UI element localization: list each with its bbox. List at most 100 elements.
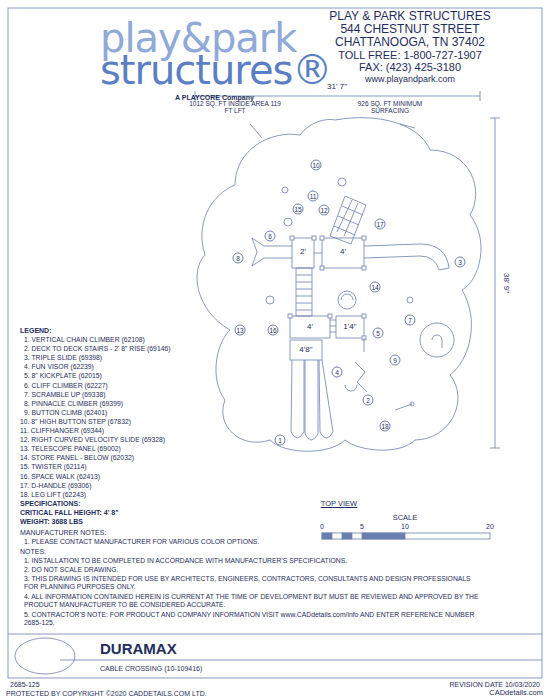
callout-number: 7 bbox=[405, 315, 416, 326]
logo-wordmark: structures® bbox=[100, 50, 331, 90]
ladder-rungs bbox=[296, 275, 312, 310]
legend-item: 16. SPACE WALK (62413) bbox=[20, 473, 100, 481]
source-site: CADdetails.com bbox=[489, 689, 543, 698]
legend-item: 2. DECK TO DECK STAIRS - 2' 8" RISE (691… bbox=[24, 345, 171, 353]
title-block: DURAMAX CABLE CROSSING (10-109416) bbox=[8, 634, 542, 678]
legend-item: 17. D-HANDLE (69306) bbox=[20, 482, 91, 490]
scale-number: 10 bbox=[401, 523, 409, 531]
company-phone: TOLL FREE: 1-800-727-1907 bbox=[338, 49, 482, 62]
leg-lift bbox=[395, 404, 412, 410]
scale-segment bbox=[342, 533, 352, 539]
climber-grid bbox=[334, 200, 363, 236]
reference-number: 2685-125 bbox=[10, 681, 40, 689]
spinner-handle bbox=[432, 335, 442, 348]
legend-item: 7. SCRAMBLE UP (69338) bbox=[24, 391, 105, 399]
drawing-stroke bbox=[288, 314, 292, 318]
dimension-line bbox=[495, 118, 496, 448]
callout-number: 16 bbox=[268, 325, 279, 336]
callout-number: 4 bbox=[332, 367, 343, 378]
legend-item: 14. STORE PANEL - BELOW (62032) bbox=[20, 454, 134, 462]
legend-item: 1. VERTICAL CHAIN CLIMBER (62108) bbox=[24, 336, 145, 344]
legend-item: 13. TELESCOPE PANEL (69002) bbox=[20, 445, 121, 453]
scale-segment bbox=[362, 533, 405, 539]
scale-number: 5 bbox=[360, 523, 364, 531]
telescope-arc bbox=[341, 294, 353, 300]
deck-link bbox=[314, 253, 322, 254]
notes-heading: MANUFACTURER NOTES: bbox=[20, 529, 106, 537]
leg-lift-end bbox=[410, 402, 414, 406]
scale-number: 0 bbox=[320, 523, 324, 531]
button-climb bbox=[338, 178, 346, 186]
callout-number: 14 bbox=[370, 282, 381, 293]
title-block-line bbox=[60, 660, 542, 661]
deck bbox=[336, 316, 364, 338]
button-climb bbox=[284, 218, 292, 226]
callout-number: 6 bbox=[265, 231, 276, 242]
button-step bbox=[282, 187, 288, 193]
d-handle bbox=[345, 385, 357, 391]
product-name: CABLE CROSSING (10-109416) bbox=[100, 665, 202, 673]
dimension-tick bbox=[480, 91, 481, 101]
posts bbox=[288, 236, 366, 340]
dimension-label: 31' 7" bbox=[327, 82, 347, 91]
legend-item: 11. CLIFFHANGER (69344) bbox=[20, 427, 104, 435]
kickplate bbox=[364, 338, 365, 352]
note-item: 1. PLEASE CONTACT MANUFACTURER FOR VARIO… bbox=[24, 538, 259, 546]
drawing-stroke bbox=[320, 236, 324, 240]
button-step bbox=[407, 297, 413, 303]
callout-number: 12 bbox=[319, 205, 330, 216]
company-fax: FAX: (423) 425-3180 bbox=[359, 61, 461, 74]
leader-line bbox=[250, 124, 262, 138]
note-item: 3. THIS DRAWING IS INTENDED FOR USE BY A… bbox=[24, 575, 479, 591]
plan-strokes bbox=[8, 8, 542, 678]
legend-item: 8. PINNACLE CLIMBER (69399) bbox=[24, 400, 123, 408]
legend-heading: LEGEND: bbox=[20, 327, 52, 335]
drawing-stroke bbox=[312, 236, 316, 240]
deck-size: 2' bbox=[300, 247, 306, 256]
callout-number: 8 bbox=[233, 253, 244, 264]
drawing-stroke bbox=[362, 314, 366, 318]
spec-item: CRITICAL FALL HEIGHT: 4' 8" bbox=[20, 509, 118, 517]
legend-item: 3. TRIPLE SLIDE (69398) bbox=[24, 354, 102, 362]
callout-number: 11 bbox=[308, 191, 319, 202]
deck bbox=[292, 238, 314, 268]
spec-item: WEIGHT: 3688 LBS bbox=[20, 518, 83, 526]
deck-size: 4'8" bbox=[299, 345, 312, 354]
spinner bbox=[420, 323, 454, 357]
callout-number: 1 bbox=[275, 435, 286, 446]
callout-number: 13 bbox=[235, 325, 246, 336]
scale-bar bbox=[322, 533, 490, 539]
telescope-panel bbox=[338, 291, 356, 309]
legend-item: 10. 8" HIGH BUTTON STEP (67832) bbox=[20, 418, 131, 426]
notes-heading: NOTES: bbox=[20, 548, 46, 556]
legend-item: 18. LEG LIFT (62243) bbox=[20, 491, 86, 499]
title-oval bbox=[15, 638, 75, 674]
dimension-tick bbox=[490, 448, 500, 449]
note-item: 1. INSTALLATION TO BE COMPLETED IN ACCOR… bbox=[24, 557, 479, 565]
company-address: 544 CHESTNUT STREET bbox=[340, 23, 479, 37]
callout-number: 17 bbox=[375, 219, 386, 230]
deck-size: 1'4" bbox=[343, 322, 356, 331]
deck-size: 4' bbox=[340, 247, 346, 256]
dimension-label: 38' 9" bbox=[501, 273, 510, 293]
product-series: DURAMAX bbox=[100, 640, 177, 657]
note-item: 2. DO NOT SCALE DRAWING. bbox=[24, 566, 479, 574]
spec-heading: SPECIFICATIONS: bbox=[20, 500, 81, 508]
callout-number: 3 bbox=[455, 257, 466, 268]
copyright-notice: PROTECTED BY COPYRIGHT ©2020 CADDETAILS.… bbox=[6, 690, 207, 698]
drawing-stroke bbox=[328, 314, 332, 318]
twister-slide bbox=[252, 238, 292, 266]
deck bbox=[322, 238, 364, 268]
legend-item: 15. TWISTER (62114) bbox=[20, 463, 87, 471]
legend-item: 9. BUTTON CLIMB (62401) bbox=[24, 409, 107, 417]
scale-segment bbox=[322, 533, 332, 539]
callout-number: 9 bbox=[390, 355, 401, 366]
area-note: 1012 SQ. FT INSIDE AREA 119 FT LFT bbox=[188, 100, 283, 115]
drawing-stroke bbox=[362, 266, 366, 270]
triple-slide bbox=[291, 360, 333, 440]
legend-item: 6. CLIFF CLIMBER (62227) bbox=[24, 382, 108, 390]
deck bbox=[290, 340, 322, 360]
deck bbox=[290, 316, 330, 338]
callout-number: 15 bbox=[293, 204, 304, 215]
